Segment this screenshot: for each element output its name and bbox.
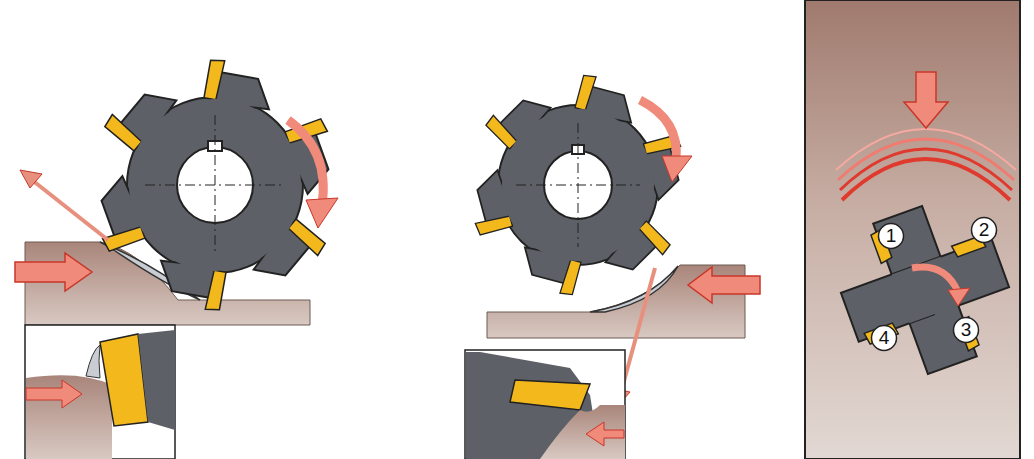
callout-circle: 4 — [870, 324, 898, 352]
callout-circle: 3 — [952, 316, 980, 344]
callout-circle: 2 — [970, 216, 998, 244]
callout-circle: 1 — [877, 222, 905, 250]
callout-number: 4 — [870, 324, 898, 352]
callout-number: 1 — [877, 222, 905, 250]
callout-number: 3 — [952, 316, 980, 344]
callout-number: 2 — [970, 216, 998, 244]
